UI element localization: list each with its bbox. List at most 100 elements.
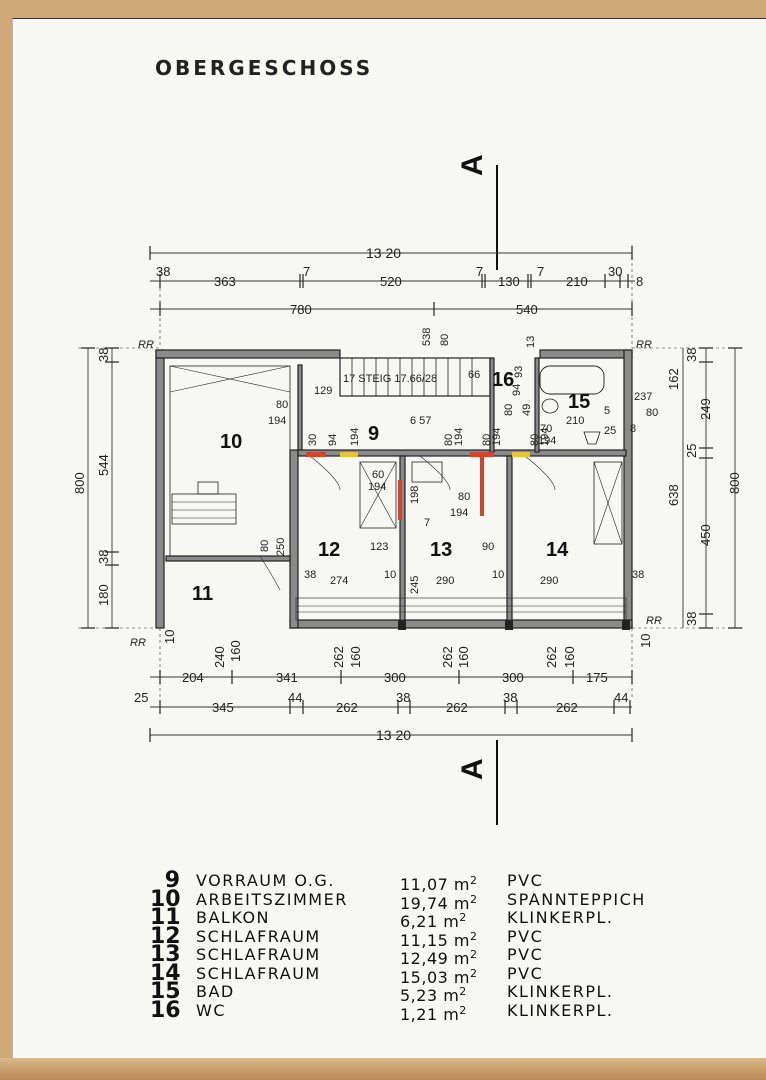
interior-dimension-label: 194	[450, 507, 468, 519]
legend-area-unit: 2	[459, 1003, 467, 1017]
interior-dimension-label: 274	[330, 575, 348, 587]
dim-bottom2-2: 345	[212, 700, 234, 715]
interior-dimension-label: 60	[372, 469, 384, 481]
interior-dimension-label: 194	[453, 428, 465, 446]
legend-room-area: 15,03 m2	[400, 965, 477, 988]
dim-top-10: 8	[636, 274, 643, 289]
interior-dimension-label: 80	[503, 404, 515, 416]
interior-dimension-label: 290	[540, 575, 558, 587]
interior-dimension-label: 13	[525, 336, 537, 348]
interior-dimension-label: 94	[511, 384, 523, 396]
legend-area-value: 5,23 m	[400, 986, 460, 1005]
section-marker-bottom: A	[456, 758, 489, 780]
page-title: OBERGESCHOSS	[155, 56, 374, 80]
legend-floor-type: PVC	[507, 926, 544, 946]
room-label-14: 14	[546, 539, 569, 561]
dim-left-3: 38	[96, 550, 111, 564]
interior-dimension-label: 80	[276, 399, 288, 411]
dim-bottom2-8: 262	[556, 700, 578, 715]
legend-room-name: BALKON	[196, 908, 271, 927]
legend-room-number: 9	[164, 868, 180, 893]
dim-right-5: 638	[666, 484, 681, 506]
dim-bottom1-5: 175	[586, 670, 608, 685]
room-label-11: 11	[192, 583, 213, 605]
legend-room-area: 12,49 m2	[400, 946, 477, 969]
dim-bottom1-4: 300	[502, 670, 524, 685]
interior-dimension-label: 194	[368, 481, 386, 493]
dim-open-9: 10	[162, 630, 177, 644]
dim-top-3: 7	[303, 264, 310, 279]
legend-floor-type: PVC	[507, 871, 544, 890]
dim-open-5: 262	[440, 646, 455, 668]
legend-room-number: 16	[150, 997, 181, 1023]
interior-dimension-label: 6 57	[410, 415, 431, 427]
interior-dimension-label: 194	[491, 428, 503, 446]
legend-room-area: 1,21 m2	[400, 1002, 467, 1025]
dim-top-8: 210	[566, 274, 588, 289]
legend-room-number: 15	[150, 979, 181, 1004]
legend-room-area: 19,74 m2	[400, 891, 477, 914]
interior-dimension-label: 80	[529, 434, 541, 446]
dim-bottom2-1: 25	[134, 690, 148, 705]
interior-dimension-label: 250	[275, 538, 287, 556]
plan-sheet	[12, 18, 766, 1059]
interior-dimension-label: 210	[566, 415, 584, 427]
legend-room-name: SCHLAFRAUM	[196, 963, 321, 983]
rr-mark-4: RR	[646, 615, 662, 627]
dim-bottom2-6: 262	[446, 700, 468, 715]
interior-dimension-label: 123	[370, 541, 388, 553]
dim-open-4: 160	[348, 646, 363, 668]
legend-room-number: 13	[150, 942, 181, 967]
legend-room-number: 11	[150, 905, 181, 930]
legend-area-unit: 2	[469, 929, 478, 943]
interior-dimension-label: 237	[634, 391, 652, 403]
interior-dimension-label: 94	[327, 434, 339, 446]
rr-mark-2: RR	[636, 339, 652, 351]
dim-total-top: 13 20	[366, 245, 401, 261]
legend-area-value: 1,21 m	[400, 1004, 460, 1024]
interior-dimension-label: 90	[482, 541, 494, 553]
dim-open-3: 262	[331, 646, 346, 668]
dim-top-1: 38	[156, 264, 170, 279]
interior-dimension-label: 38	[304, 569, 316, 581]
dim-bottom1-1: 204	[182, 670, 204, 685]
interior-dimension-label: 245	[409, 576, 421, 594]
legend-area-value: 19,74 m	[400, 893, 470, 913]
legend-area-value: 6,21 m	[400, 912, 460, 931]
dim-right-7: 38	[684, 612, 699, 626]
legend-area-unit: 2	[469, 874, 478, 887]
dim-right-4: 25	[684, 444, 699, 458]
dim-right-6: 450	[698, 524, 713, 546]
legend-room-name: ARBEITSZIMMER	[196, 889, 348, 909]
interior-dimension-label: 194	[349, 428, 361, 446]
dim-left-1: 38	[96, 348, 111, 362]
dim-bottom2-7: 38	[503, 690, 517, 705]
interior-dimension-label: 194	[268, 415, 286, 427]
room-label-10: 10	[220, 431, 242, 453]
interior-dimension-label: 30	[307, 434, 319, 446]
interior-dimension-label: 25	[604, 425, 616, 437]
room-label-15: 15	[568, 391, 590, 413]
legend-area-unit: 2	[469, 948, 478, 961]
room-label-9: 9	[368, 423, 379, 445]
interior-dimension-label: 290	[436, 575, 454, 587]
legend-area-value: 15,03 m	[400, 967, 470, 987]
dim-right-2: 162	[666, 368, 681, 390]
dim-right-3: 249	[698, 398, 713, 420]
dim-top-9: 30	[608, 264, 622, 279]
dim-open-7: 262	[544, 646, 559, 668]
interior-dimension-label: 129	[314, 385, 332, 397]
dimension-labels: 13 20 38 363 7 520 7 130 7 210 30 8 780 …	[72, 245, 742, 743]
legend-room-name: BAD	[196, 982, 235, 1001]
legend-room-number: 14	[150, 960, 181, 986]
legend-room-name: VORRAUM O.G.	[196, 871, 335, 890]
interior-dimension-label: 93	[513, 366, 525, 378]
dim-bottom2-4: 262	[336, 700, 358, 715]
dim-open-6: 160	[456, 646, 471, 668]
rr-mark-3: RR	[130, 637, 146, 649]
legend-room-area: 6,21 m2	[400, 909, 467, 932]
dim-open-10: 10	[638, 634, 653, 648]
